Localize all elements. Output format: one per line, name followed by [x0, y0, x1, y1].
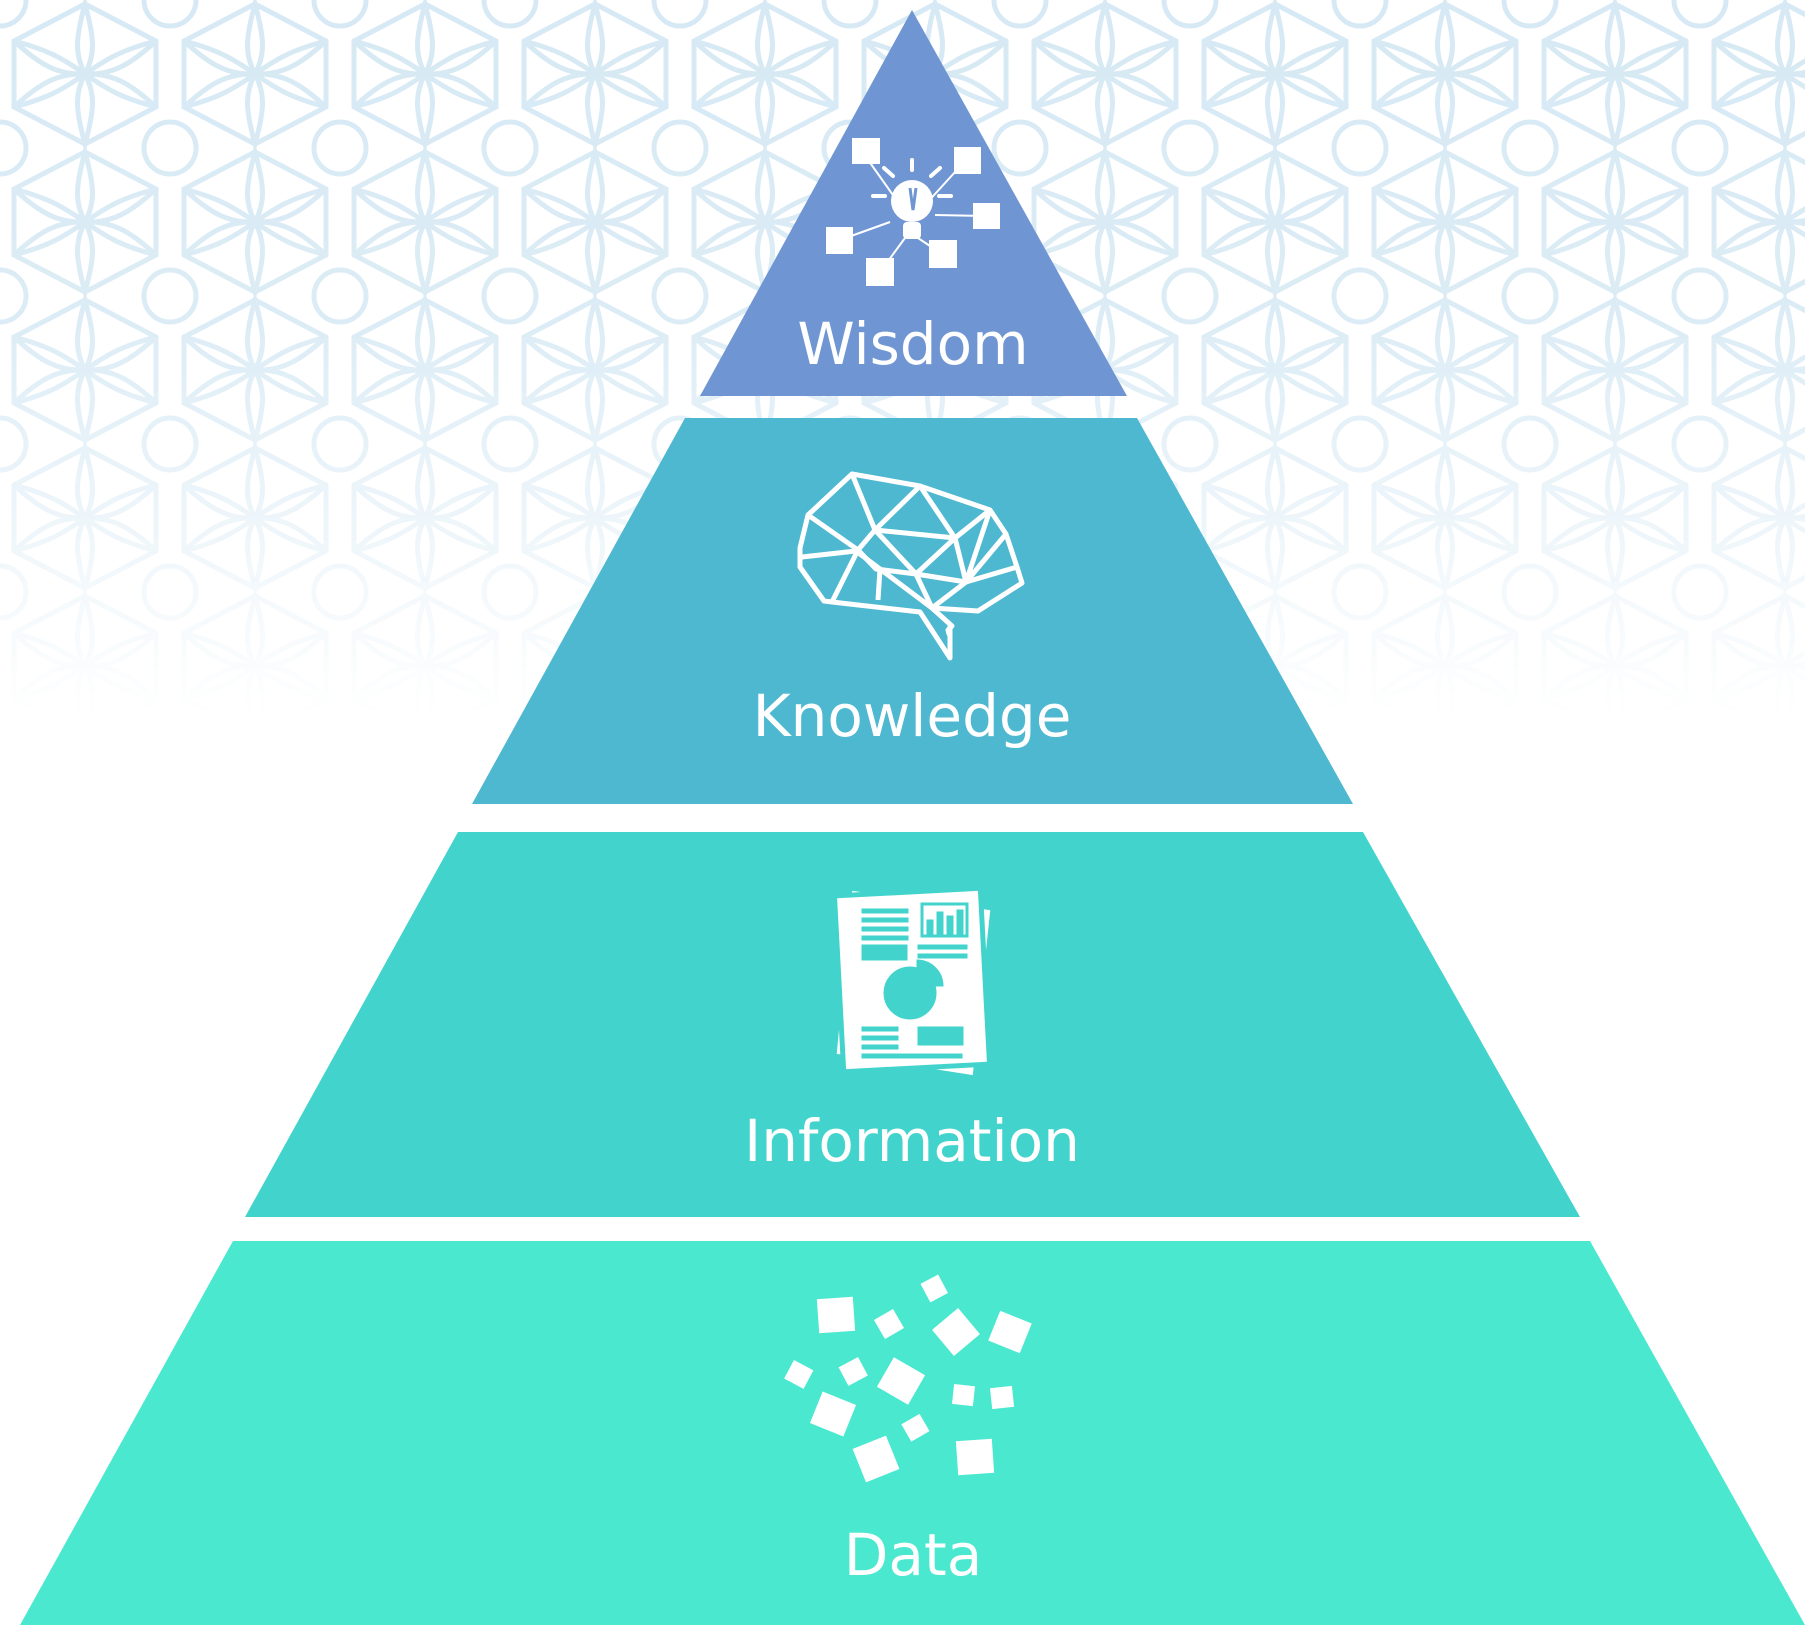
tier-wisdom-label: Wisdom — [797, 310, 1028, 378]
brain-network-icon — [797, 471, 1025, 661]
tier-information: Information — [245, 832, 1580, 1217]
tier-data-label: Data — [844, 1521, 983, 1589]
tier-wisdom: Wisdom — [700, 10, 1127, 396]
tier-knowledge-label: Knowledge — [753, 682, 1072, 750]
scattered-squares-icon — [784, 1274, 1032, 1483]
report-document-icon — [831, 885, 996, 1081]
lightbulb-network-icon — [826, 138, 1000, 286]
tier-knowledge: Knowledge — [472, 418, 1353, 804]
tier-information-label: Information — [744, 1107, 1080, 1175]
tier-data: Data — [20, 1241, 1805, 1625]
